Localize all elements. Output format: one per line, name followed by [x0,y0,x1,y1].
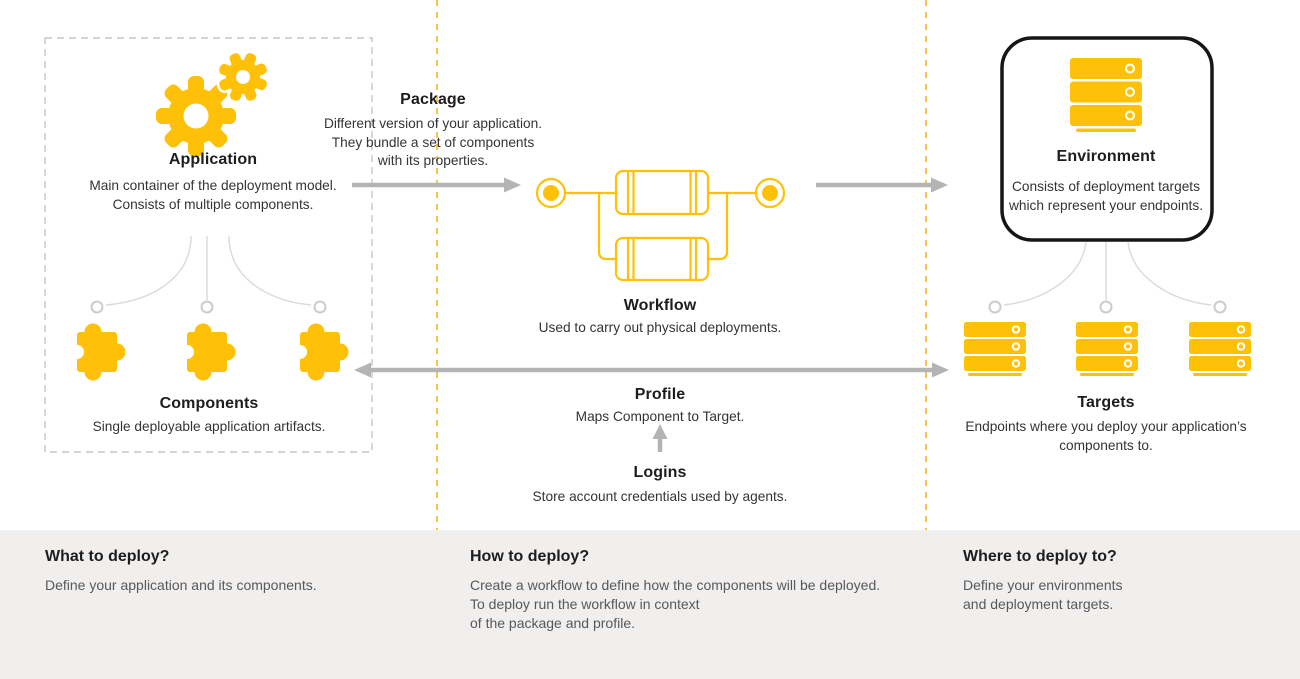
workflow-title: Workflow [623,297,697,314]
puzzle-piece-icon [180,323,236,381]
arrow-logins-to-profile [652,424,668,452]
logins-title: Logins [633,464,687,481]
footer-answer-where: Define your environments and deployment … [963,577,1123,612]
footer-column-where: Where to deploy to? Define your environm… [963,548,1283,614]
arrow-application-to-workflow [352,177,521,193]
application-desc: Main container of the deployment model. … [89,178,337,212]
arrow-targets-components [354,362,949,378]
workflow-icon [535,169,786,282]
footer-band [0,530,1300,679]
footer-question-where: Where to deploy to? [963,548,1117,565]
puzzle-piece-icon [70,323,126,381]
workflow-desc: Used to carry out physical deployments. [538,320,782,335]
components-desc: Single deployable application artifacts. [92,419,326,434]
components-puzzle-icons [70,323,349,381]
package-desc: Different version of your application. T… [323,116,543,168]
environment-targets-connectors [988,241,1227,314]
components-title: Components [159,395,259,412]
application-components-connectors [90,235,327,314]
arrow-workflow-to-environment [816,177,948,193]
targets-desc: Endpoints where you deploy your applicat… [965,419,1247,453]
server-stack-icon [1189,322,1251,376]
footer-answer-how: Create a workflow to define how the comp… [470,577,881,631]
application-title: Application [168,151,258,168]
profile-title: Profile [634,386,686,403]
footer-column-how: How to deploy? Create a workflow to defi… [470,548,1030,633]
environment-desc: Consists of deployment targets which rep… [1008,179,1204,213]
puzzle-piece-icon [293,323,349,381]
environment-title: Environment [1056,148,1156,165]
footer-question-how: How to deploy? [470,548,590,565]
environment-box [1000,36,1214,242]
environment-server-icon [1070,58,1142,132]
footer-question-what: What to deploy? [45,548,170,565]
package-title: Package [400,91,466,108]
server-stack-icon [964,322,1026,376]
gears-icon [156,50,270,156]
targets-title: Targets [1077,394,1135,411]
server-stack-icon [1076,322,1138,376]
footer-column-what: What to deploy? Define your application … [45,548,425,595]
footer-answer-what: Define your application and its componen… [45,577,317,593]
profile-desc: Maps Component to Target. [575,409,745,424]
logins-desc: Store account credentials used by agents… [532,489,788,504]
application-boundary-box [44,37,373,453]
target-server-icons [964,322,1251,376]
